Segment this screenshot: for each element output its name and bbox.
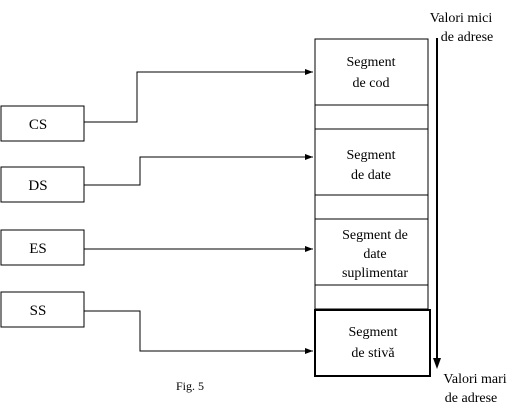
ds-arrow — [84, 154, 313, 186]
register-cs-box — [0, 105, 85, 142]
ss-arrow — [84, 310, 313, 354]
register-ss: SS — [0, 291, 85, 328]
register-es-label: ES — [29, 241, 47, 257]
data-segment-box — [314, 128, 429, 196]
memory-column — [314, 38, 431, 377]
register-cs-label: CS — [29, 117, 47, 133]
high-address-label-line2: de adrese — [445, 391, 497, 406]
stack-segment-label-line2: de stivă — [351, 346, 395, 361]
gap-2 — [314, 194, 429, 220]
extra-segment-label-line3: suplimentar — [342, 266, 408, 281]
low-address-label-line2: de adrese — [441, 30, 493, 45]
register-ss-box — [0, 291, 85, 328]
code-segment-label-line2: de cod — [353, 76, 390, 91]
register-ds-label: DS — [28, 178, 47, 194]
data-segment-label-line1: Segment — [347, 148, 396, 163]
data-segment-label-line2: de date — [351, 168, 391, 183]
stack-segment-box — [314, 309, 431, 377]
address-direction-arrowhead — [433, 358, 441, 369]
extra-segment-label-line1: Segment de — [342, 228, 408, 243]
extra-segment-box — [314, 218, 429, 286]
high-address-label-line1: Valori mari — [443, 372, 506, 387]
register-es: ES — [0, 229, 85, 266]
register-cs: CS — [0, 105, 85, 142]
gap-1 — [314, 104, 429, 130]
figure-caption: Fig. 5 — [176, 379, 204, 393]
extra-segment-label-line2: date — [363, 247, 386, 262]
stack-segment-label-line1: Segment — [349, 325, 398, 340]
code-segment-label-line1: Segment — [347, 55, 396, 70]
register-es-box — [0, 229, 85, 266]
register-ds: DS — [0, 166, 85, 203]
cs-arrow — [84, 69, 313, 123]
low-address-label-line1: Valori mici — [430, 11, 493, 26]
register-ds-box — [0, 166, 85, 203]
gap-3 — [314, 284, 429, 310]
code-segment-box — [314, 38, 429, 106]
register-ss-label: SS — [30, 303, 47, 319]
